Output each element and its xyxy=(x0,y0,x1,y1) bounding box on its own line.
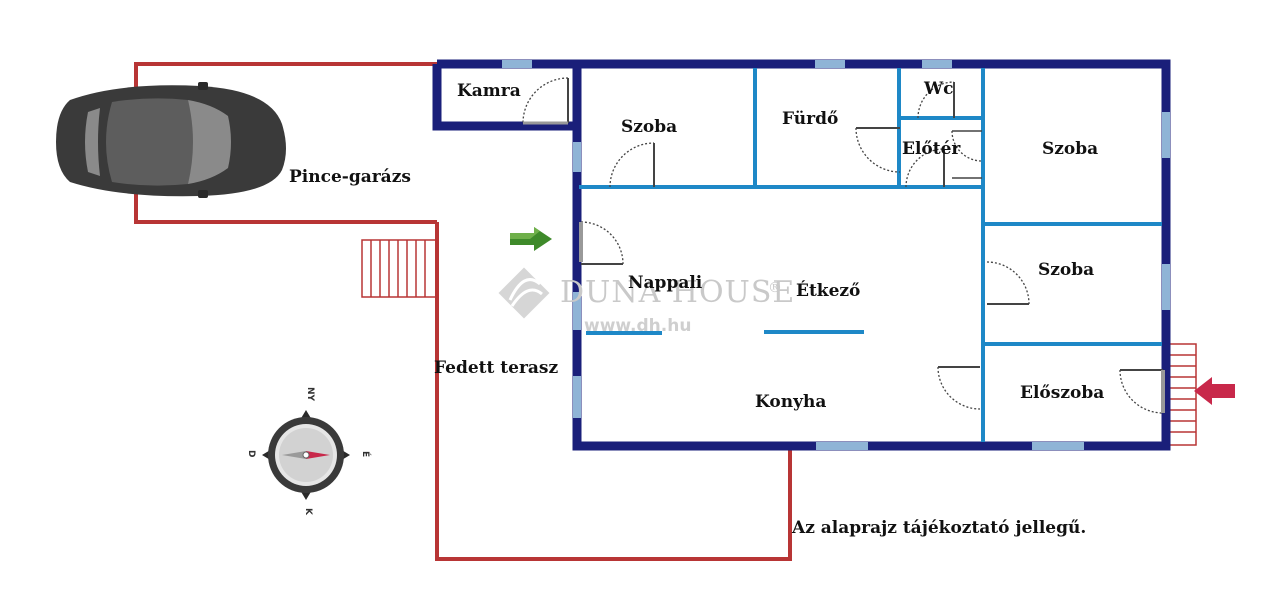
room-label-szoba-2: Szoba xyxy=(1042,139,1098,159)
room-label-wc: Wc xyxy=(923,79,953,99)
room-label-etkezo: Étkező xyxy=(796,280,860,301)
room-label-szoba-3: Szoba xyxy=(1038,260,1094,280)
windows xyxy=(502,60,1170,450)
watermark-registered: ® xyxy=(768,280,783,296)
room-label-furdo: Fürdő xyxy=(782,109,838,129)
compass-west-label: D xyxy=(246,450,256,457)
terrace-arrow-icon xyxy=(510,227,552,251)
garage-stairs xyxy=(361,239,438,298)
entrance-arrow-icon xyxy=(1194,377,1235,405)
watermark-url: www.dh.hu xyxy=(584,316,691,336)
compass-east-label: É xyxy=(360,451,372,457)
compass-south-label: K xyxy=(303,508,313,516)
room-label-kamra: Kamra xyxy=(457,81,521,101)
inner-walls xyxy=(579,68,1162,442)
compass-north-label: NY xyxy=(305,387,315,402)
room-label-nappali: Nappali xyxy=(628,273,703,293)
duna-house-watermark: DUNA HOUSE ® www.dh.hu xyxy=(498,267,795,336)
doors xyxy=(522,77,1165,414)
duna-house-logo-icon xyxy=(498,267,550,319)
compass-icon: NY É K D xyxy=(246,387,372,516)
room-label-eloter: Előtér xyxy=(902,139,961,159)
room-label-terrace: Fedett terasz xyxy=(434,358,558,378)
watermark-brand: DUNA HOUSE xyxy=(560,275,795,310)
room-label-konyha: Konyha xyxy=(755,392,826,412)
room-label-eloszoba: Előszoba xyxy=(1020,383,1104,403)
disclaimer-note: Az alaprajz tájékoztató jellegű. xyxy=(791,518,1086,538)
car-icon xyxy=(56,82,286,198)
room-label-garage: Pince-garázs xyxy=(289,167,411,187)
room-label-szoba-1: Szoba xyxy=(621,117,677,137)
entrance-stairs xyxy=(1168,343,1197,446)
